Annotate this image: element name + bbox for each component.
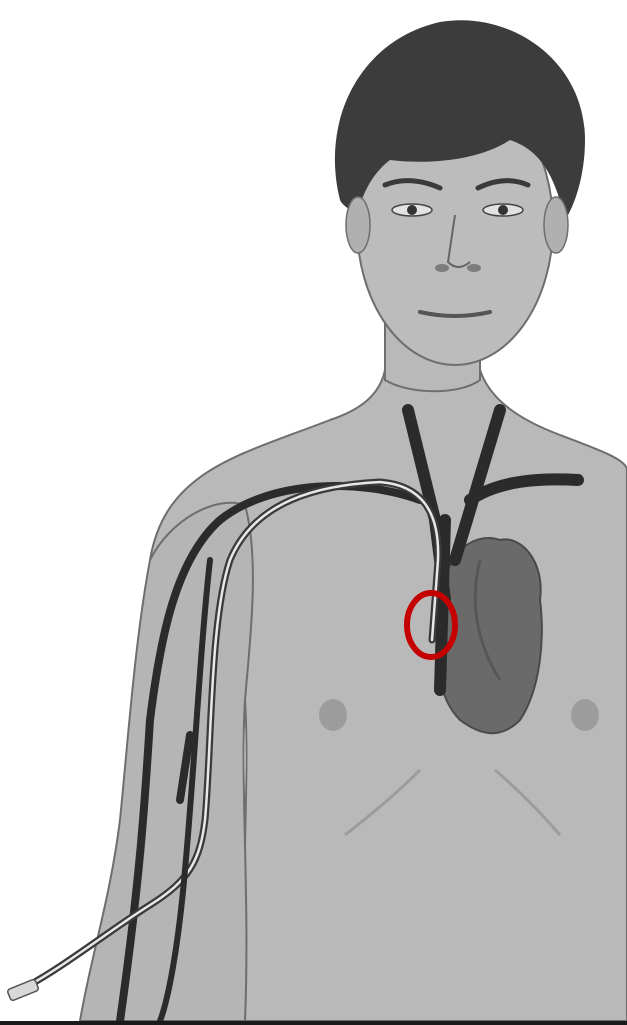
left-nipple — [319, 699, 347, 731]
right-ear — [544, 197, 568, 253]
catheter-hub — [7, 979, 39, 1001]
left-ear — [346, 197, 370, 253]
right-nipple — [571, 699, 599, 731]
